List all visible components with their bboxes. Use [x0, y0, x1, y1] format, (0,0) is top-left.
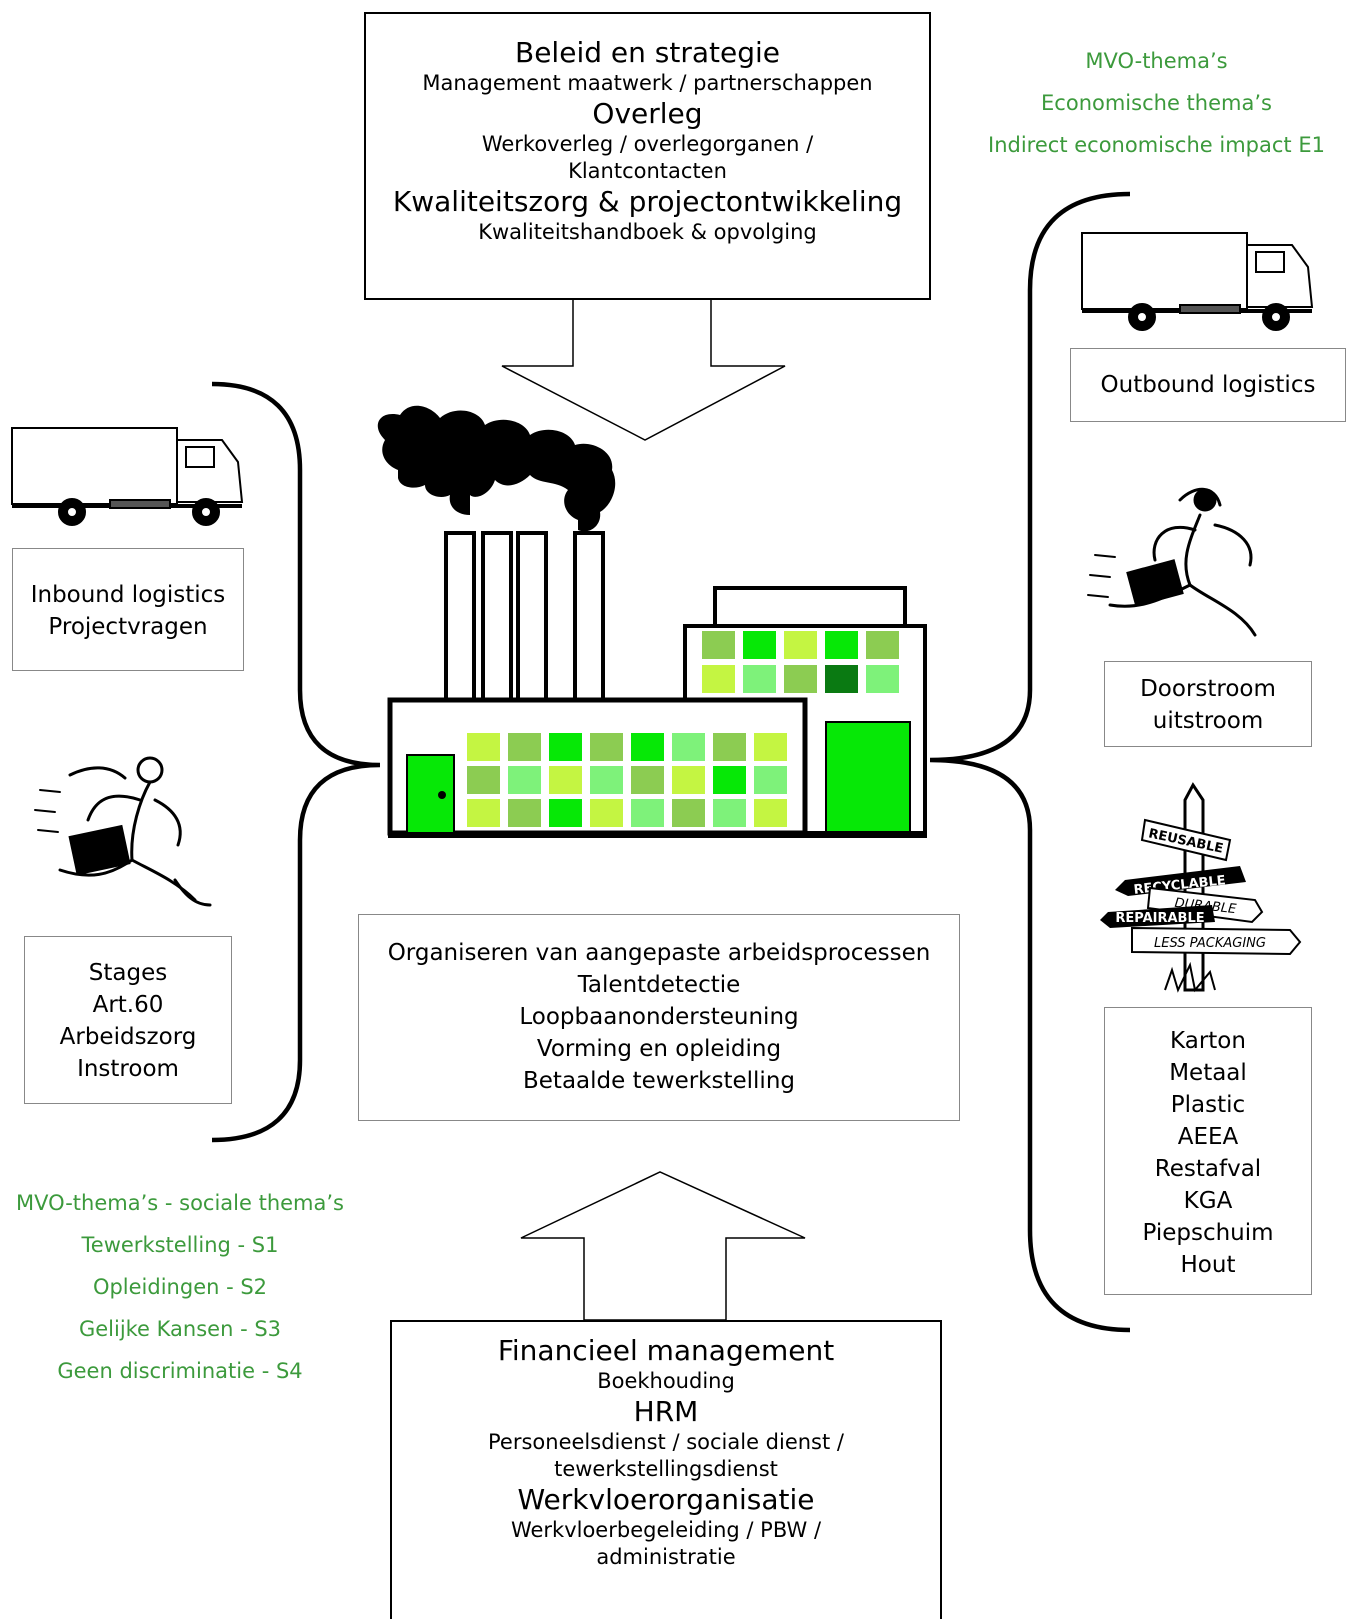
right-brace — [929, 191, 1131, 1333]
running-person-icon-left — [34, 756, 212, 907]
kwaliteitshandboek-line: Kwaliteitshandboek & opvolging — [478, 220, 817, 244]
management-line: Management maatwerk / partnerschappen — [422, 71, 873, 95]
instroom-item: Instroom — [77, 1056, 179, 1082]
sign-repairable: REPAIRABLE — [1115, 911, 1204, 926]
outbound-label: Outbound logistics — [1100, 372, 1316, 398]
beleid-heading: Beleid en strategie — [515, 36, 780, 69]
left-brace — [211, 381, 381, 1143]
material-item: Restafval — [1154, 1156, 1262, 1182]
down-arrow — [501, 289, 786, 441]
mvo-economic-list: MVO-thema’s Economische thema’s Indirect… — [960, 40, 1353, 166]
truck-icon-right — [1081, 232, 1314, 331]
doorstroom-label: Doorstroom — [1140, 676, 1276, 702]
material-item: KGA — [1183, 1188, 1233, 1214]
materials-box: Karton Metaal Plastic AEEA Restafval KGA… — [1104, 1007, 1312, 1295]
truck-icon-left — [11, 427, 244, 526]
outbound-box: Outbound logistics — [1070, 348, 1346, 422]
center-item: Organiseren van aangepaste arbeidsproces… — [387, 940, 931, 966]
inbound-label: Inbound logistics — [30, 582, 226, 608]
mvo-economic-item: Economische thema’s — [1041, 91, 1272, 115]
mvo-economic-item: MVO-thema’s — [1085, 49, 1228, 73]
klantcontacten-line: Klantcontacten — [568, 159, 727, 183]
material-item: AEEA — [1177, 1124, 1239, 1150]
instroom-item: Art.60 — [92, 992, 164, 1018]
kwaliteitszorg-heading: Kwaliteitszorg & projectontwikkeling — [392, 185, 903, 218]
werkvloerbegeleiding-line: Werkvloerbegeleiding / PBW / — [510, 1518, 822, 1542]
bottom-box: Financieel management Boekhouding HRM Pe… — [390, 1320, 942, 1619]
center-item: Vorming en opleiding — [536, 1036, 782, 1062]
mvo-social-item: Opleidingen - S2 — [92, 1275, 268, 1299]
werkvloer-heading: Werkvloerorganisatie — [517, 1483, 815, 1516]
mvo-social-item: Geen discriminatie - S4 — [57, 1359, 303, 1383]
tewerkstellingsdienst-line: tewerkstellingsdienst — [554, 1457, 778, 1481]
mvo-social-item: MVO-thema’s - sociale thema’s — [15, 1191, 344, 1215]
factory-left-door — [406, 754, 455, 834]
center-box: Organiseren van aangepaste arbeidsproces… — [358, 914, 960, 1121]
doorstroom-box: Doorstroom uitstroom — [1104, 661, 1312, 747]
material-item: Metaal — [1169, 1060, 1247, 1086]
material-item: Plastic — [1170, 1092, 1246, 1118]
center-item: Talentdetectie — [577, 972, 741, 998]
uitstroom-label: uitstroom — [1152, 708, 1264, 734]
material-item: Hout — [1180, 1252, 1236, 1278]
projectvragen-label: Projectvragen — [48, 614, 208, 640]
up-arrow — [520, 1171, 806, 1321]
administratie-line: administratie — [596, 1545, 736, 1569]
center-item: Loopbaanondersteuning — [519, 1004, 799, 1030]
factory-illustration — [377, 405, 927, 838]
mvo-social-list: MVO-thema’s - sociale thema’s Tewerkstel… — [0, 1182, 360, 1392]
running-person-icon-right — [1087, 487, 1257, 637]
werkoverleg-line: Werkoverleg / overlegorganen / — [481, 132, 814, 156]
inbound-box: Inbound logistics Projectvragen — [12, 548, 244, 671]
boekhouding-line: Boekhouding — [597, 1369, 735, 1393]
mvo-economic-item: Indirect economische impact E1 — [988, 133, 1325, 157]
material-item: Piepschuim — [1142, 1220, 1274, 1246]
sign-less-packaging: LESS PACKAGING — [1154, 936, 1266, 951]
top-box: Beleid en strategie Management maatwerk … — [364, 12, 931, 300]
instroom-item: Arbeidszorg — [59, 1024, 197, 1050]
material-item: Karton — [1170, 1028, 1246, 1054]
overleg-heading: Overleg — [592, 97, 703, 130]
financieel-heading: Financieel management — [497, 1334, 835, 1367]
personeelsdienst-line: Personeelsdienst / sociale dienst / — [488, 1430, 844, 1454]
mvo-social-item: Gelijke Kansen - S3 — [78, 1317, 282, 1341]
instroom-box: Stages Art.60 Arbeidszorg Instroom — [24, 936, 232, 1104]
signpost-icon: REUSABLE RECYCLABLE DURABLE REPAIRABLE L… — [1100, 782, 1302, 993]
factory-right-door — [825, 721, 911, 833]
mvo-social-item: Tewerkstelling - S1 — [81, 1233, 279, 1257]
smoke — [377, 405, 616, 532]
instroom-item: Stages — [88, 960, 168, 986]
hrm-heading: HRM — [633, 1395, 699, 1428]
center-item: Betaalde tewerkstelling — [523, 1068, 795, 1094]
